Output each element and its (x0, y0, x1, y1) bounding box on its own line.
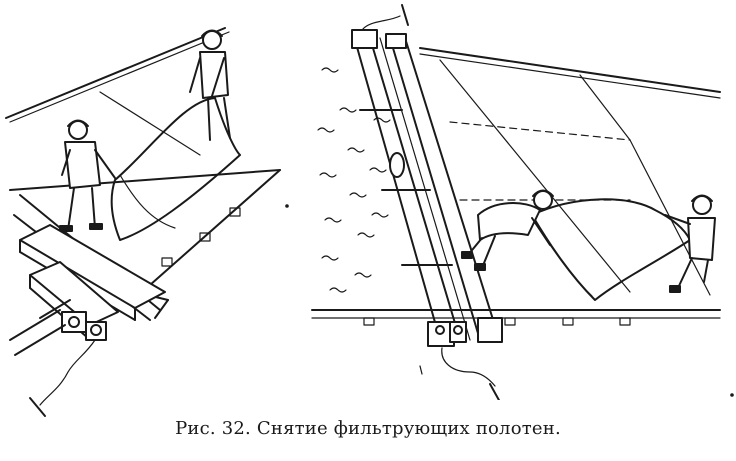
right-top-rail (419, 47, 721, 93)
right-illustration (311, 4, 734, 400)
right-top-cable-handle (401, 4, 409, 26)
right-bottom-cable (441, 347, 496, 387)
left-illustration (5, 27, 289, 417)
right-water (317, 67, 391, 293)
right-top-cable (361, 15, 401, 31)
left-filter-sheet (110, 97, 241, 241)
right-worker-2 (664, 194, 716, 293)
right-worker-1 (461, 189, 554, 271)
left-top-rail (5, 27, 226, 119)
right-crane-girder (351, 29, 503, 347)
left-sheet-edge (9, 169, 281, 191)
right-bottom-cable-handle (489, 383, 501, 400)
left-worker-1 (59, 119, 116, 232)
left-worker-2 (189, 29, 231, 141)
left-crane-beam (9, 224, 166, 356)
figure-caption: Рис. 32. Снятие фильтрующих полотен. (175, 418, 561, 439)
left-cable-handle (29, 397, 46, 417)
left-cable (39, 339, 96, 406)
